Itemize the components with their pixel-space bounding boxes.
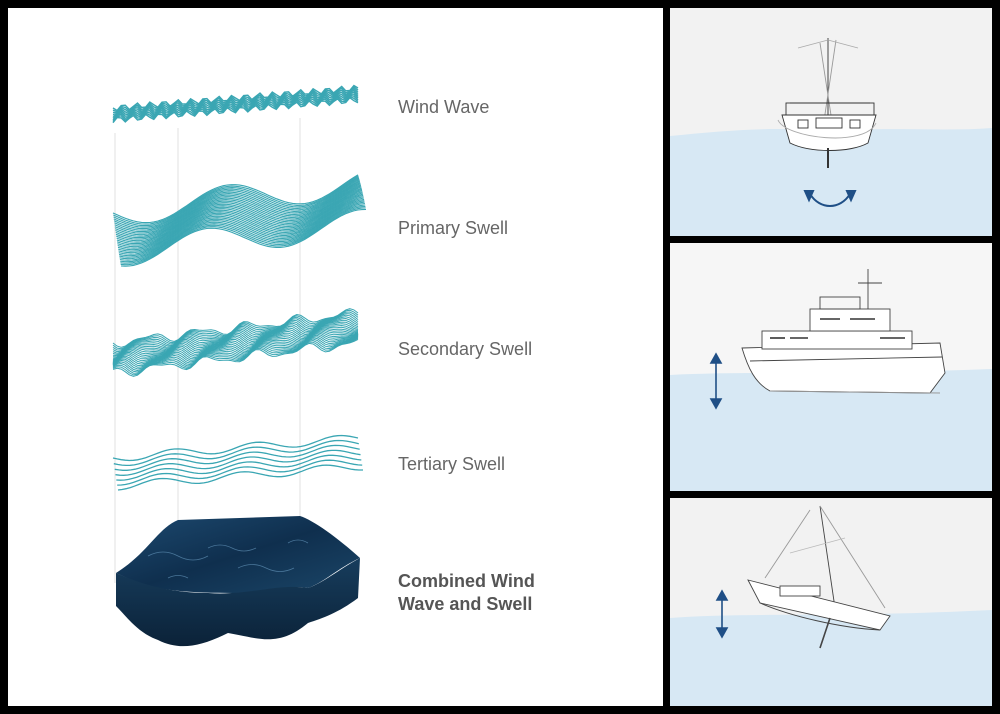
- sailboat-stern-view: [777, 38, 877, 168]
- wave-line: [120, 208, 367, 267]
- wave-line: [112, 174, 359, 224]
- wave-line: [120, 207, 366, 266]
- wave-line: [116, 186, 362, 242]
- wave-line: [115, 183, 361, 237]
- wave-line: [112, 93, 359, 119]
- wave-line: [118, 196, 364, 254]
- wave-line: [112, 434, 359, 462]
- wave-line: [112, 95, 359, 122]
- wave-line: [120, 204, 366, 263]
- wave-line: [112, 333, 359, 367]
- wave-line: [114, 444, 360, 471]
- wave-line: [114, 180, 360, 233]
- wave-line: [112, 85, 359, 113]
- wave-line: [112, 328, 359, 364]
- curved-double-arrow-icon: [803, 190, 857, 207]
- wave-line: [120, 205, 366, 264]
- roll-motion-panel: [670, 8, 992, 236]
- wave-line: [112, 84, 359, 112]
- wave-line: [117, 464, 363, 491]
- wave-line: [112, 336, 359, 373]
- roll-svg: [670, 38, 992, 236]
- wave-line: [113, 177, 360, 228]
- wave-line: [112, 337, 359, 376]
- wave-line: [113, 175, 359, 225]
- wave-line: [112, 335, 359, 372]
- wave-line: [115, 449, 361, 476]
- wave-line: [112, 338, 359, 377]
- wave-line: [112, 330, 359, 364]
- wave-line: [117, 459, 363, 486]
- wave-line: [119, 202, 365, 261]
- wave-line: [116, 187, 362, 243]
- wave-line: [112, 334, 359, 368]
- wave-line: [115, 185, 362, 240]
- combined-label: Combined Wind Wave and Swell: [398, 570, 535, 616]
- wave-line: [112, 91, 359, 118]
- wave-line: [115, 182, 361, 236]
- motor-yacht-side-view: [741, 269, 946, 394]
- water-surface: [670, 610, 992, 706]
- wave-line: [112, 87, 359, 114]
- wave-line: [114, 181, 361, 234]
- wave-line: [116, 454, 362, 481]
- primary-swell-label: Primary Swell: [398, 218, 509, 238]
- wave-layers-svg: [112, 84, 367, 647]
- wave-line: [112, 94, 359, 121]
- wave-line: [116, 188, 363, 245]
- vertical-double-arrow-icon: [715, 589, 729, 639]
- wave-line: [112, 89, 359, 116]
- tertiary-swell-layer: [112, 434, 363, 491]
- wave-line: [113, 178, 360, 230]
- wind-wave-layer: [112, 84, 359, 124]
- wave-line: [117, 191, 363, 248]
- wave-line: [112, 96, 359, 124]
- wave-line: [119, 200, 365, 258]
- wave-line: [117, 192, 363, 249]
- wave-line: [116, 189, 363, 246]
- combined-sea-block: [116, 516, 360, 647]
- wave-line: [112, 334, 359, 370]
- sailboat-pitching-view: [747, 505, 891, 649]
- wind-wave-label: Wind Wave: [398, 97, 490, 117]
- wave-line: [118, 198, 365, 257]
- wave-line: [112, 336, 359, 374]
- secondary-swell-label: Secondary Swell: [398, 339, 533, 359]
- wave-line: [112, 331, 359, 365]
- secondary-swell-layer: [112, 308, 359, 377]
- wave-line: [113, 439, 359, 467]
- wave-line: [118, 194, 364, 252]
- pitch-svg: [670, 505, 992, 706]
- vertical-double-arrow-icon: [709, 352, 723, 410]
- water-surface: [670, 369, 992, 491]
- primary-swell-layer: [112, 174, 367, 267]
- wave-line: [115, 184, 362, 239]
- wave-line: [117, 193, 364, 251]
- wave-line: [118, 197, 364, 255]
- wave-line: [112, 332, 359, 365]
- tertiary-swell-label: Tertiary Swell: [398, 454, 506, 474]
- combined-label-line1: Combined Wind: [398, 571, 535, 591]
- heave-motion-panel: [670, 243, 992, 491]
- wave-line: [119, 201, 365, 260]
- wave-layers-diagram: Wind Wave Primary Swell Secondary Swell …: [8, 8, 663, 706]
- wave-line: [113, 176, 359, 227]
- heave-svg: [670, 269, 992, 491]
- combined-label-line2: Wave and Swell: [398, 594, 533, 614]
- water-surface: [670, 128, 992, 236]
- wave-line: [114, 179, 360, 231]
- pitch-motion-panel: [670, 498, 992, 706]
